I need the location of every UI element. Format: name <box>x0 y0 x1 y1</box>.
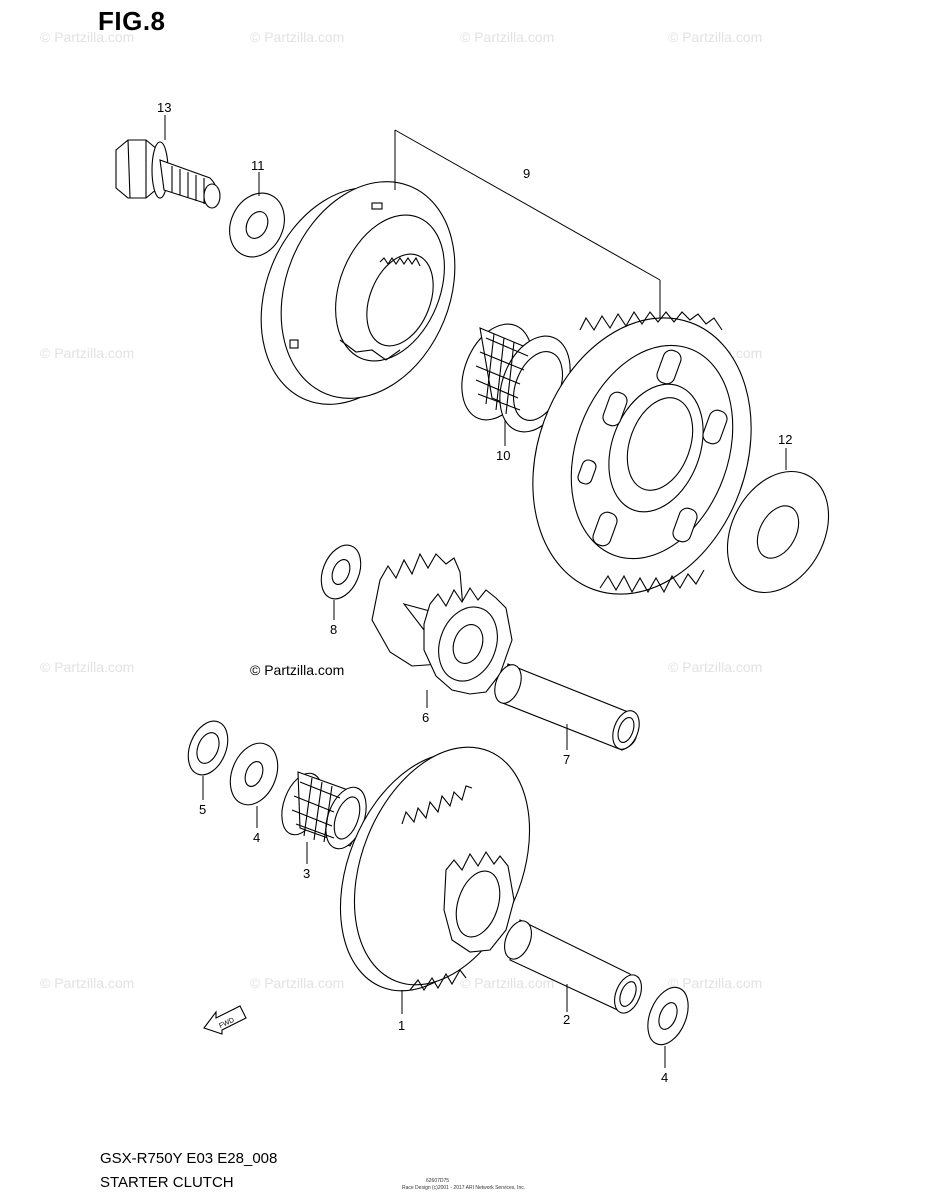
needle-bearing-part-3[interactable] <box>274 768 374 854</box>
washer-part-4-second[interactable] <box>640 981 696 1050</box>
starter-clutch-housing-part-9[interactable] <box>230 155 486 430</box>
watermark: © Partzilla.com <box>40 29 134 45</box>
callout-7: 7 <box>563 752 570 767</box>
callout-9: 9 <box>523 166 530 181</box>
fine-print-credit: Race Design (c)2001 - 2017 ARI Network S… <box>402 1185 526 1191</box>
callout-5: 5 <box>199 802 206 817</box>
watermark: © Partzilla.com <box>668 29 762 45</box>
model-code: GSX-R750Y E03 E28_008 <box>100 1150 278 1167</box>
callout-10: 10 <box>496 448 510 463</box>
shaft-part-7[interactable] <box>490 661 644 753</box>
watermark: © Partzilla.com <box>250 29 344 45</box>
fwd-arrow-icon: FWD <box>203 1005 247 1035</box>
figure-title: FIG.8 <box>98 6 166 36</box>
washer-part-8[interactable] <box>314 539 368 604</box>
starter-driven-gear-part-1[interactable] <box>307 721 562 1017</box>
callout-13: 13 <box>157 100 171 115</box>
callout-8: 8 <box>330 622 337 637</box>
callouts: 13 11 9 10 12 8 6 7 5 4 3 1 2 4 <box>157 100 792 1085</box>
leader-lines <box>164 115 787 1068</box>
idle-gear-part-6[interactable] <box>371 552 513 695</box>
washer-part-12[interactable] <box>707 454 848 610</box>
shaft-part-2[interactable] <box>499 917 646 1017</box>
copyright-text: © Partzilla.com <box>250 662 345 678</box>
watermark: © Partzilla.com <box>40 345 134 361</box>
callout-3: 3 <box>303 866 310 881</box>
bolt-part-13[interactable] <box>115 139 221 209</box>
watermark: © Partzilla.com <box>250 975 344 991</box>
diagram-name: STARTER CLUTCH <box>100 1174 234 1191</box>
callout-12: 12 <box>778 432 792 447</box>
callout-2: 2 <box>563 1012 570 1027</box>
watermark: © Partzilla.com <box>40 975 134 991</box>
washer-part-4[interactable] <box>222 736 287 812</box>
callout-4-second: 4 <box>661 1070 668 1085</box>
callout-1: 1 <box>398 1018 405 1033</box>
callout-6: 6 <box>422 710 429 725</box>
watermark: © Partzilla.com <box>668 975 762 991</box>
callout-11: 11 <box>251 158 265 173</box>
callout-4: 4 <box>253 830 260 845</box>
washer-part-5[interactable] <box>181 715 235 780</box>
washer-part-11[interactable] <box>219 184 294 266</box>
watermark: © Partzilla.com <box>40 659 134 675</box>
watermark: © Partzilla.com <box>460 29 554 45</box>
fine-print-code: 62607D75 <box>426 1178 450 1184</box>
watermark: © Partzilla.com <box>668 659 762 675</box>
watermark: © Partzilla.com <box>460 975 554 991</box>
starter-clutch-gear-part-9[interactable] <box>496 287 789 625</box>
